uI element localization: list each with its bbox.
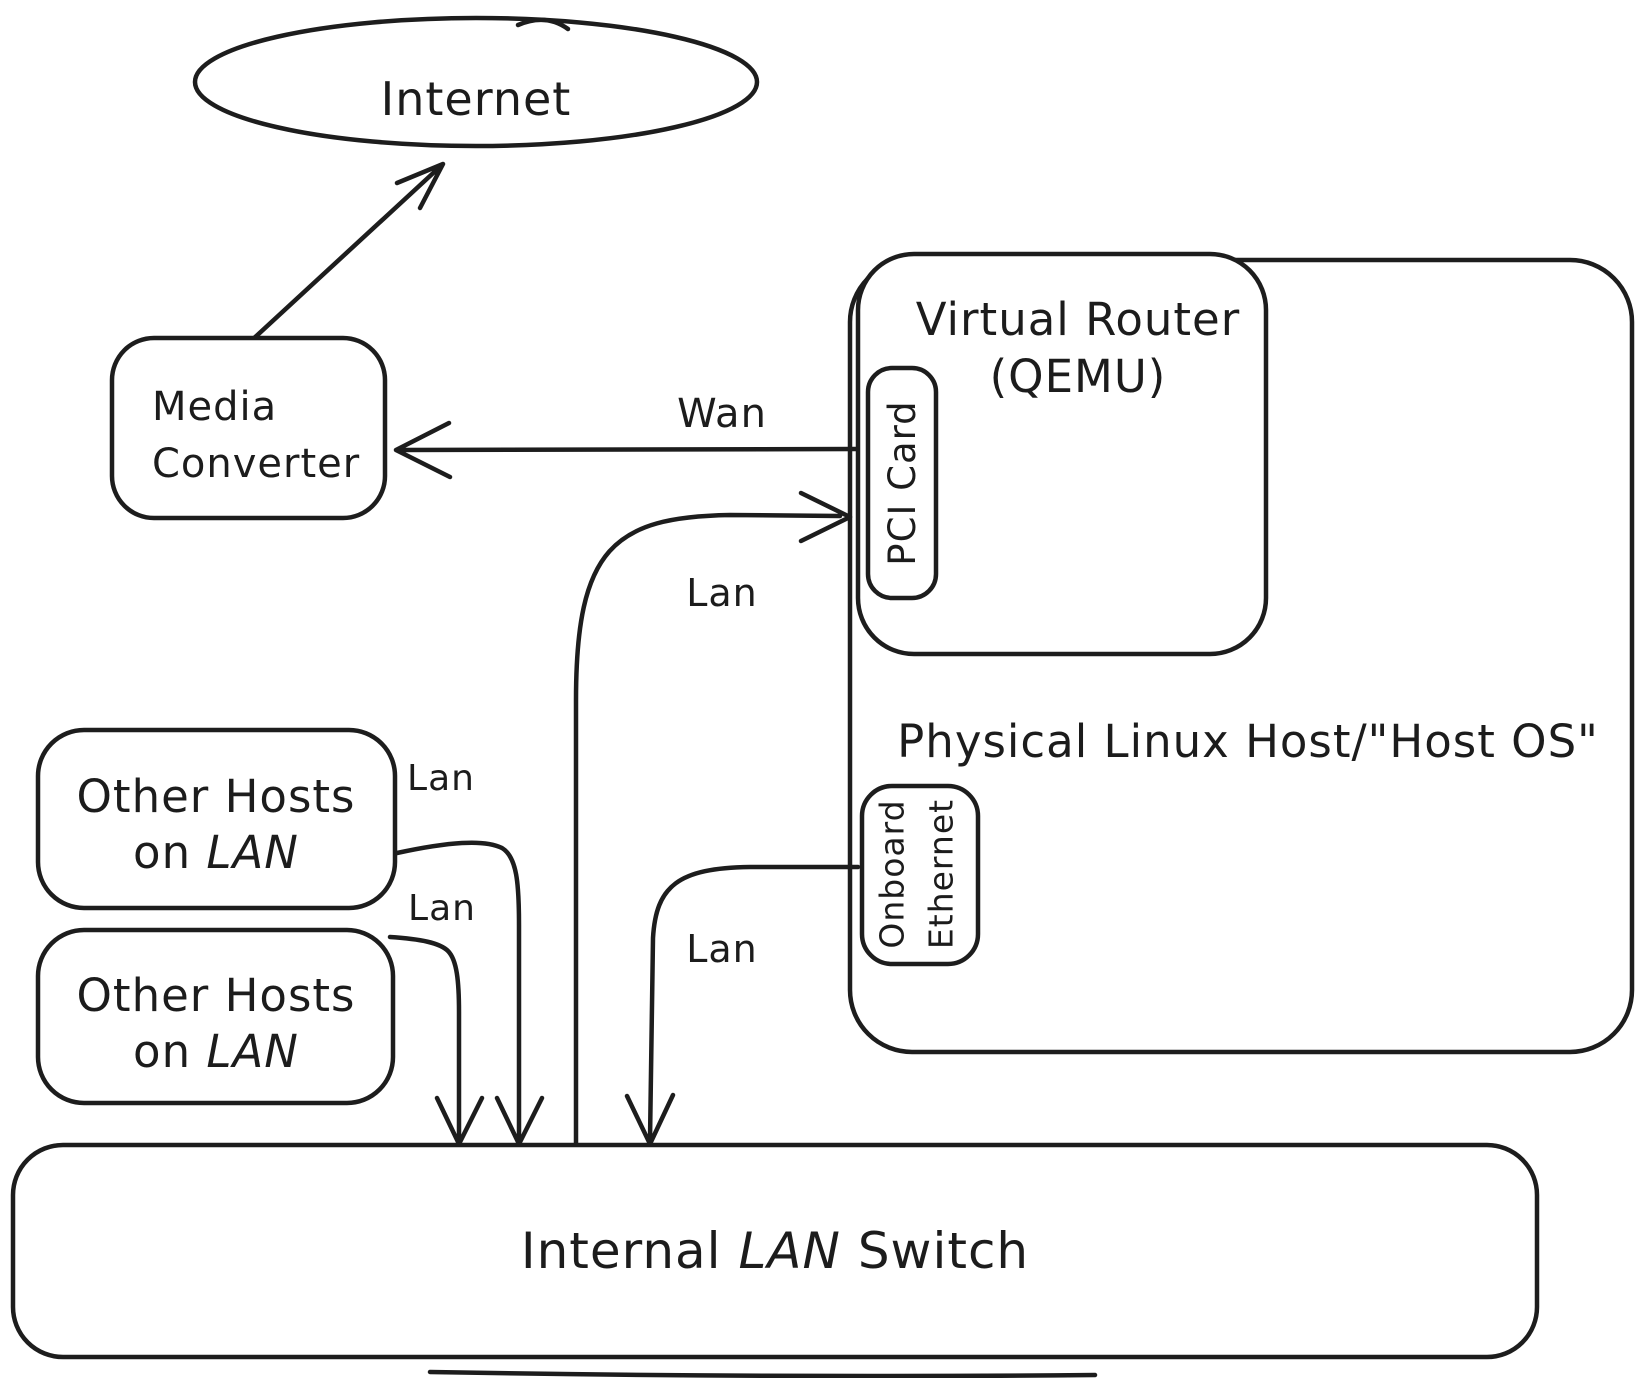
lan-switch-node	[10, 1142, 1540, 1360]
internet-pen-overlap-stroke	[515, 17, 571, 32]
internet-label: Internet	[381, 72, 572, 126]
media-converter-node	[109, 335, 388, 521]
virtual-router-label-line2: (QEMU)	[990, 350, 1167, 403]
other-hosts-top-label-line2: on LAN	[133, 826, 299, 879]
other-hosts-bottom-label-line1: Other Hosts	[77, 969, 356, 1022]
lan-to-pci-edge-label: Lan	[686, 571, 758, 615]
other-hosts-bottom-node	[35, 927, 396, 1106]
media-converter-label-line2: Converter	[152, 441, 360, 487]
other-hosts-top-node	[35, 727, 398, 911]
onboard-ethernet-node	[859, 783, 981, 967]
pci-card-label: PCI Card	[881, 400, 924, 565]
edge-wan	[393, 420, 859, 480]
lan-host-top-edge-label: Lan	[407, 758, 475, 799]
edge-lan-host-bottom	[387, 934, 485, 1147]
onboard-ethernet-label-line1: Onboard	[873, 799, 912, 948]
lan-switch-label: Internal LAN Switch	[521, 1222, 1029, 1280]
wan-edge-label: Wan	[677, 391, 767, 437]
virtual-router-label-line1: Virtual Router	[916, 293, 1240, 346]
onboard-ethernet-label-line2: Ethernet	[922, 799, 961, 949]
virtual-router-node	[855, 251, 1269, 657]
pci-card-node	[865, 365, 939, 601]
physical-host-label: Physical Linux Host/"Host OS"	[897, 715, 1599, 768]
internet-node	[192, 15, 760, 149]
edge-lan-onboard	[624, 864, 861, 1147]
edge-media-converter-to-internet	[249, 161, 446, 343]
other-hosts-top-label-line1: Other Hosts	[77, 770, 356, 823]
lan-onboard-edge-label: Lan	[686, 927, 758, 971]
lan-switch-pen-overlap-stroke	[427, 1369, 1098, 1378]
edge-lan-to-pci	[573, 490, 853, 1152]
media-converter-label-line1: Media	[152, 384, 277, 430]
lan-host-bottom-edge-label: Lan	[408, 888, 476, 929]
other-hosts-bottom-label-line2: on LAN	[133, 1025, 299, 1078]
